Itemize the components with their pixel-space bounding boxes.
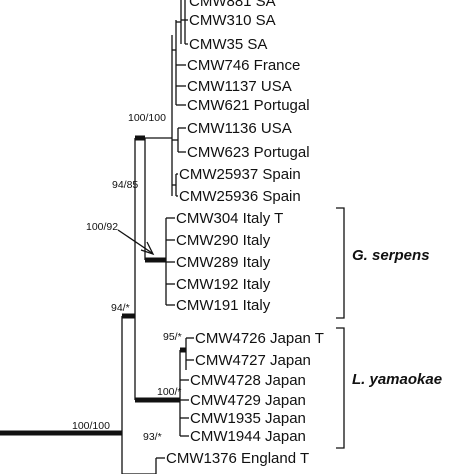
taxon-label: CMW192 Italy (176, 276, 271, 293)
taxon-label: CMW4726 Japan T (195, 330, 324, 347)
support-value: 100/* (157, 386, 182, 398)
taxon-label: CMW304 Italy T (176, 210, 283, 227)
support-value: 100/92 (86, 221, 118, 233)
clade-label-serpens: G. serpens (352, 247, 430, 264)
tree-branches (0, 0, 194, 474)
support-value: 94/* (111, 302, 130, 314)
pointer-arrow (117, 229, 155, 256)
taxon-label: CMW25936 Spain (179, 188, 301, 205)
taxon-label: CMW4728 Japan (190, 372, 306, 389)
taxon-label: CMW191 Italy (176, 297, 271, 314)
taxon-label: CMW1136 USA (187, 120, 292, 137)
taxon-label: CMW881 SA (189, 0, 276, 10)
support-value: 100/100 (128, 112, 166, 124)
taxon-label: CMW35 SA (189, 36, 267, 53)
taxon-label: CMW4729 Japan (190, 392, 306, 409)
taxon-label: CMW310 SA (189, 12, 276, 29)
taxon-label: CMW1944 Japan (190, 428, 306, 445)
support-value: 94/85 (112, 179, 138, 191)
bracket-serpens (336, 207, 345, 319)
clade-labels: G. serpens L. yamaokae (352, 247, 442, 388)
support-values: 100/100 100/100 94/85 100/92 94/* 95/* 1… (72, 112, 182, 443)
taxon-label: CMW746 France (187, 57, 300, 74)
clade-brackets (336, 207, 345, 449)
taxon-label: CMW289 Italy (176, 254, 271, 271)
support-value: 93/* (143, 431, 162, 443)
support-value: 95/* (163, 331, 182, 343)
taxon-label: CMW25937 Spain (179, 166, 301, 183)
taxon-label: CMW290 Italy (176, 232, 271, 249)
taxon-label: CMW621 Portugal (187, 97, 310, 114)
taxon-label: CMW1137 USA (187, 78, 292, 95)
support-value: 100/100 (72, 420, 110, 432)
taxon-label: CMW1376 England T (166, 450, 309, 467)
taxon-labels: CMW881 SA CMW310 SA CMW35 SA CMW746 Fran… (166, 0, 324, 467)
taxon-label: CMW1935 Japan (190, 410, 306, 427)
taxon-label: CMW623 Portugal (187, 144, 310, 161)
taxon-label: CMW4727 Japan (195, 352, 311, 369)
clade-label-yamaokae: L. yamaokae (352, 371, 442, 388)
bracket-yamaokae (336, 327, 345, 449)
